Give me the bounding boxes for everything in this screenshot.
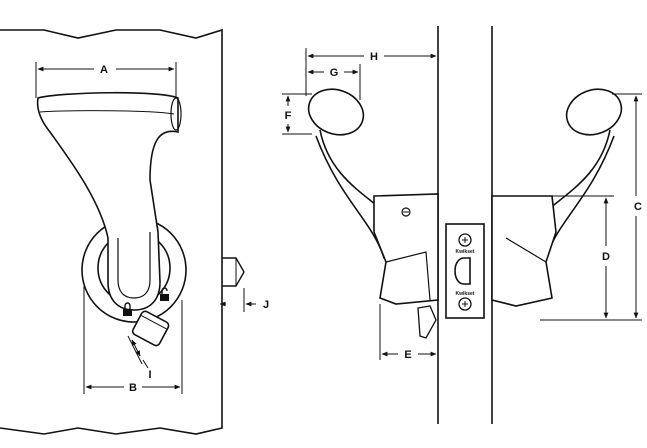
dimension-d xyxy=(532,195,614,319)
lever-handle xyxy=(36,91,179,311)
strike-stamp-bottom: Kwikset xyxy=(456,291,475,297)
label-c: C xyxy=(634,201,642,213)
thumbturn xyxy=(131,310,170,347)
right-lever-head xyxy=(565,88,623,136)
door-slab-outline xyxy=(0,28,223,435)
dimension-c xyxy=(540,93,642,321)
label-d: D xyxy=(602,251,610,263)
dimension-h xyxy=(305,48,437,96)
label-b: B xyxy=(129,382,137,394)
label-g: G xyxy=(330,67,339,79)
dimension-e xyxy=(379,304,437,360)
label-j: J xyxy=(263,299,269,311)
dimension-j xyxy=(219,288,256,312)
label-f: F xyxy=(285,110,292,122)
latch-hole xyxy=(454,257,471,285)
left-lever-head xyxy=(307,88,365,136)
dimension-b xyxy=(83,286,183,394)
label-i: I xyxy=(148,369,151,381)
lock-icon xyxy=(123,302,132,316)
label-e: E xyxy=(404,349,411,361)
dimension-a xyxy=(35,62,177,98)
latch-bolt xyxy=(222,257,245,287)
side-thumbturn xyxy=(417,305,437,339)
label-h: H xyxy=(370,51,378,63)
dimension-g xyxy=(307,64,361,100)
side-view xyxy=(307,26,623,424)
strike-stamp-top: Kwikset xyxy=(456,249,475,255)
left-rose xyxy=(373,193,439,305)
dimension-i xyxy=(127,335,149,369)
label-a: A xyxy=(100,64,108,76)
right-rose xyxy=(491,195,557,307)
dimension-f xyxy=(282,93,312,135)
front-view xyxy=(0,28,245,435)
unlock-icon xyxy=(160,287,169,301)
